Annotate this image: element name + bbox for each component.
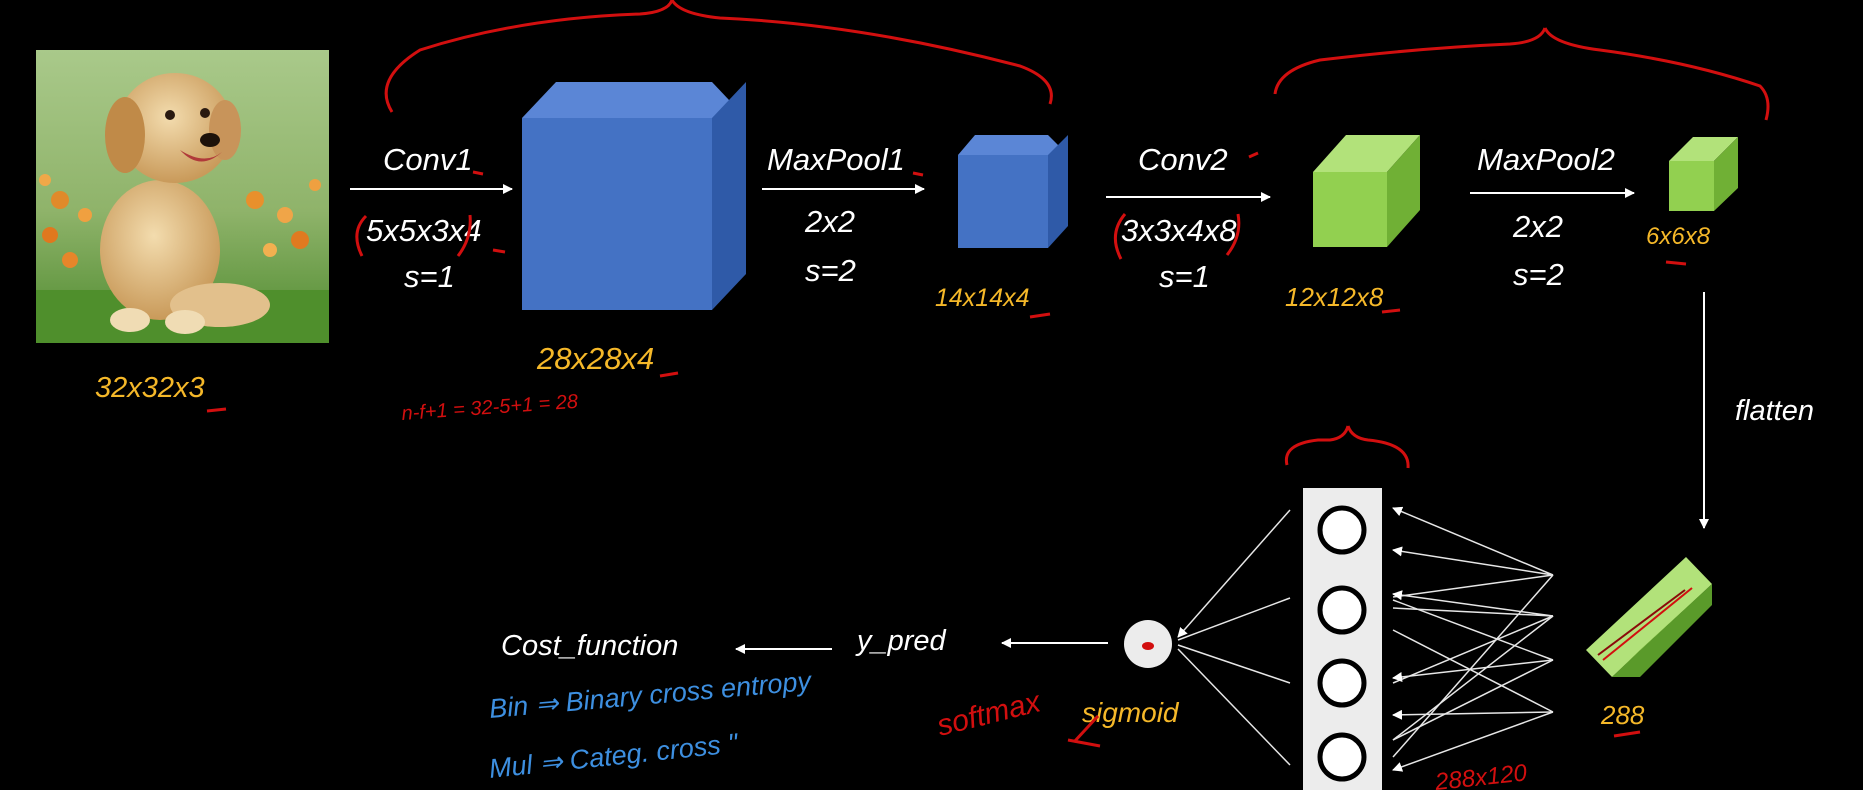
conv1-output-dims: 28x28x4 xyxy=(536,341,654,376)
prediction-label: y_pred xyxy=(855,625,947,657)
maxpool1-output-cube xyxy=(958,135,1068,248)
maxpool1-op-label: MaxPool1 xyxy=(767,142,905,177)
handwritten-softmax: softmax xyxy=(934,685,1045,743)
handwritten-braces xyxy=(384,0,1770,469)
conv2-kernel-label: 3x3x4x8 xyxy=(1121,213,1237,248)
conv2-output-dims: 12x12x8 xyxy=(1285,282,1384,312)
dense-neuron xyxy=(1317,585,1367,635)
handwritten-marks xyxy=(206,151,1687,748)
cost-function-label: Cost_function xyxy=(501,630,678,662)
dense-neuron xyxy=(1317,505,1367,555)
handwritten-binary-loss: Bin ⇒ Binary cross entropy xyxy=(488,666,814,724)
input-image xyxy=(36,50,329,343)
conv1-kernel-label: 5x5x3x4 xyxy=(366,213,481,248)
maxpool1-stride-label: s=2 xyxy=(805,253,856,288)
handwritten-multiclass-loss: Mul ⇒ Categ. cross " xyxy=(487,728,740,784)
handwritten-dense-weights: 288x120 xyxy=(1433,759,1529,790)
maxpool1-kernel-label: 2x2 xyxy=(804,204,855,239)
dense-neuron xyxy=(1317,658,1367,708)
maxpool2-output-dims: 6x6x8 xyxy=(1646,223,1711,250)
handwritten-formula: n-f+1 = 32-5+1 = 28 xyxy=(401,391,579,425)
dense-layer xyxy=(1303,488,1382,790)
output-neuron xyxy=(1124,620,1172,668)
conv2-output-cube xyxy=(1313,135,1420,247)
output-connections xyxy=(1177,509,1291,766)
puppy xyxy=(100,73,270,334)
conv2-op-label: Conv2 xyxy=(1138,142,1228,177)
activation-label: sigmoid xyxy=(1082,697,1180,728)
conv1-stride-label: s=1 xyxy=(404,259,455,294)
maxpool2-op-label: MaxPool2 xyxy=(1477,142,1615,177)
maxpool2-output-cube xyxy=(1669,137,1738,211)
dense-neuron xyxy=(1317,732,1367,782)
maxpool2-kernel-label: 2x2 xyxy=(1512,209,1563,244)
flattened-vector xyxy=(1586,557,1712,677)
maxpool1-output-dims: 14x14x4 xyxy=(935,284,1030,312)
input-dims-label: 32x32x3 xyxy=(95,372,205,404)
maxpool2-stride-label: s=2 xyxy=(1513,257,1564,292)
conv2-stride-label: s=1 xyxy=(1159,259,1210,294)
flatten-label: flatten xyxy=(1735,395,1814,427)
dense-connections xyxy=(1392,506,1554,772)
conv1-output-cube xyxy=(522,82,746,310)
conv1-op-label: Conv1 xyxy=(383,142,473,177)
flower-field xyxy=(39,174,321,268)
flatten-output-dims: 288 xyxy=(1600,700,1645,730)
